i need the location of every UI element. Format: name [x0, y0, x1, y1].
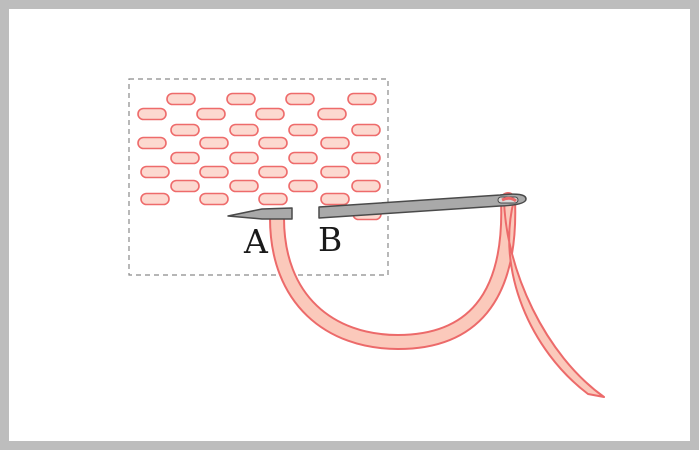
stitch	[229, 123, 259, 137]
stitch	[351, 151, 381, 165]
stitch	[170, 151, 200, 165]
stitch	[199, 136, 229, 150]
stitch	[170, 179, 200, 193]
stitch-pattern	[137, 92, 382, 221]
stitch	[140, 165, 170, 179]
stitch	[258, 165, 288, 179]
stitch	[320, 136, 350, 150]
stitch	[317, 107, 347, 121]
stitch	[196, 107, 226, 121]
stitch	[288, 179, 318, 193]
stitch	[288, 123, 318, 137]
stitch	[285, 92, 315, 106]
thread-through-eye	[501, 196, 517, 203]
thread-loop	[271, 194, 515, 349]
stitch	[351, 123, 381, 137]
stitch	[199, 165, 229, 179]
stitch	[288, 151, 318, 165]
stitch	[140, 192, 170, 206]
stitch	[258, 136, 288, 150]
stitch	[255, 107, 285, 121]
stitch	[170, 123, 200, 137]
fabric-guide-border	[128, 78, 389, 276]
stitch	[320, 192, 350, 206]
stitch	[258, 192, 288, 206]
stitch	[166, 92, 196, 106]
stitch	[226, 92, 256, 106]
stitch	[137, 136, 167, 150]
stitch	[229, 179, 259, 193]
stitch	[137, 107, 167, 121]
stitch	[199, 192, 229, 206]
thread-tail	[503, 199, 605, 398]
stitch	[347, 92, 377, 106]
needle-icon	[318, 193, 527, 219]
stitch	[351, 179, 381, 193]
point-a-label: A	[243, 222, 269, 261]
stitch	[320, 165, 350, 179]
needle-tip	[227, 207, 293, 220]
point-b-label: B	[318, 220, 342, 259]
stitch	[229, 151, 259, 165]
